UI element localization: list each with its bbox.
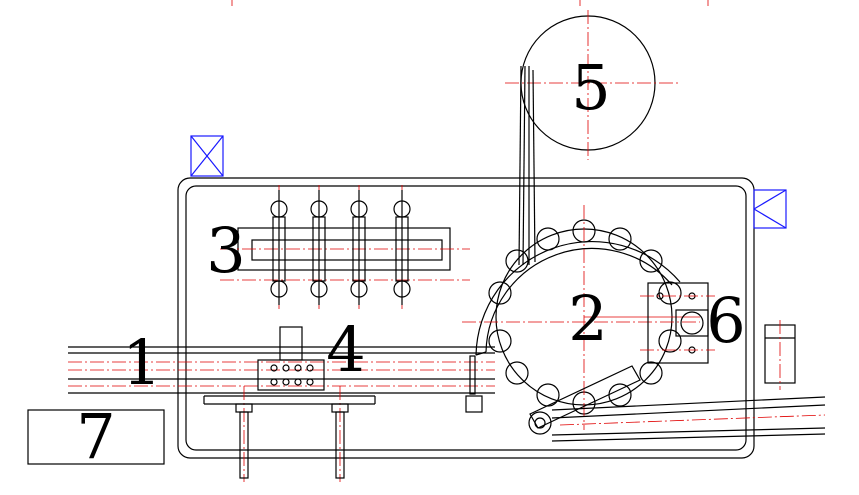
capper-head-4 [393,185,411,312]
conveyor-1 [68,346,495,482]
roll-5 [505,10,680,266]
outfeed-arm [528,365,641,435]
corner-marker-right-icon [753,189,787,229]
label-guide-block: 4 [326,313,365,386]
guide-block-4 [257,326,325,391]
leveling-foot-left [235,386,253,482]
label-conveyor: 1 [122,326,161,399]
label-capper-heads: 3 [206,214,245,287]
label-roll: 5 [571,51,610,124]
label-box: 7 [76,400,115,473]
outfeed-rail [551,320,826,442]
label-star-wheel: 2 [568,282,607,355]
star-wheel-2 [462,205,700,430]
capper-head-3 [350,185,368,312]
leveling-foot-right [331,386,349,482]
capper-head-1 [270,185,288,312]
box-7 [27,409,165,465]
capper-heads-assembly [220,185,470,312]
label-side-plate: 6 [706,284,745,357]
side-plate-6 [640,282,715,364]
machine-frame [177,177,755,459]
corner-marker-left-icon [190,135,224,177]
capper-head-2 [310,185,328,312]
